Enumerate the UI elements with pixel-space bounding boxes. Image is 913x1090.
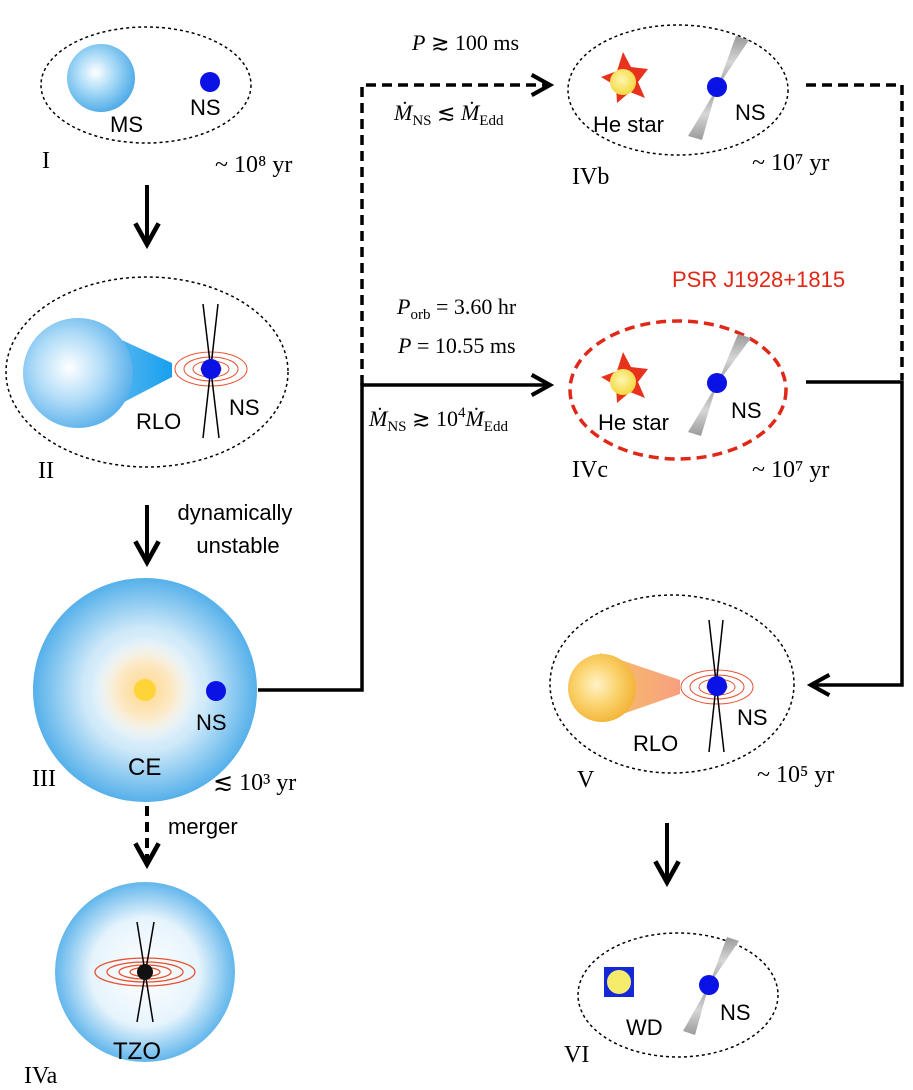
stage-V: RLO NS V ~ 10⁵ yr xyxy=(549,594,834,793)
stage-II-boundary xyxy=(5,276,289,468)
dashed-IVb-to-right xyxy=(806,83,904,380)
stage-III: NS CE III ≲ 10³ yr xyxy=(32,578,296,802)
stage-IVb: He star NS IVb ~ 10⁷ yr xyxy=(567,24,829,190)
neutron-star-V xyxy=(707,676,727,696)
stage-IVb-time: ~ 10⁷ yr xyxy=(752,150,829,176)
rlo-label-II: RLO xyxy=(136,409,181,434)
stage-II-label: II xyxy=(38,458,54,484)
neutron-star-IVb xyxy=(707,77,727,97)
pulsar-beam-bottom-VI xyxy=(683,985,709,1035)
stage-IVa-label: IVa xyxy=(24,1063,58,1089)
stage-I-label: I xyxy=(42,148,50,174)
ns-label-IVb: NS xyxy=(735,100,766,125)
dynamically-unstable-label: dynamically unstable xyxy=(177,500,298,558)
he-star-label-IVc: He star xyxy=(598,410,669,435)
ms-label: MS xyxy=(110,112,143,137)
pulsar-name-label: PSR J1928+1815 xyxy=(672,267,845,292)
stage-IVc-label: IVc xyxy=(572,457,608,483)
ce-label: CE xyxy=(128,754,161,781)
stage-V-label: V xyxy=(577,767,595,793)
neutron-star-II xyxy=(201,359,221,379)
pulsar-beam-bottom-IVb xyxy=(688,88,717,140)
ivc-accretion-condition: ṀNS ≳ 104ṀEdd xyxy=(368,405,508,435)
donor-star-II xyxy=(23,318,133,428)
ivc-spin-period: P = 10.55 ms xyxy=(397,333,516,358)
stage-IVc-time: ~ 10⁷ yr xyxy=(752,457,829,483)
he-star-IVb xyxy=(610,69,636,95)
he-star-label-IVb: He star xyxy=(593,112,664,137)
tzo-core xyxy=(137,964,153,980)
connector-III-to-branch xyxy=(258,385,548,692)
stage-VI: WD NS VI xyxy=(564,932,779,1068)
stage-IVb-label: IVb xyxy=(572,164,609,190)
neutron-star-IVc xyxy=(707,373,727,393)
pulsar-beam-top-IVc xyxy=(717,334,751,384)
neutron-star-VI xyxy=(699,975,719,995)
ivc-orbital-period: Porb = 3.60 hr xyxy=(396,294,517,323)
ns-label-II: NS xyxy=(229,395,260,420)
dynamically-unstable-line2: unstable xyxy=(196,533,279,558)
stage-IVc-boundary xyxy=(568,319,788,461)
stage-I-time: ~ 10⁸ yr xyxy=(215,152,292,178)
ns-label-VI: NS xyxy=(720,1000,751,1025)
stage-V-boundary xyxy=(549,594,795,774)
stage-III-time: ≲ 10³ yr xyxy=(213,770,296,796)
pulsar-beam-top-VI xyxy=(709,937,739,985)
stage-V-time: ~ 10⁵ yr xyxy=(757,762,834,788)
ns-label-IVc: NS xyxy=(731,398,762,423)
stage-I: MS NS I ~ 10⁸ yr xyxy=(40,26,292,178)
stage-IVb-boundary xyxy=(567,24,789,156)
neutron-star-III xyxy=(206,681,226,701)
stage-IVc: PSR J1928+1815 He star NS IVc ~ 10⁷ yr xyxy=(568,267,845,483)
ns-label-I: NS xyxy=(190,95,221,120)
merger-label: merger xyxy=(168,814,238,839)
neutron-star-I xyxy=(200,72,220,92)
stage-II: RLO NS II xyxy=(5,276,289,484)
stage-I-boundary xyxy=(40,26,252,144)
dashed-branch-to-IVb xyxy=(360,85,548,385)
rlo-label-V: RLO xyxy=(633,731,678,756)
wd-label: WD xyxy=(626,1015,663,1040)
he-star-IVc xyxy=(610,369,636,395)
dynamically-unstable-line1: dynamically xyxy=(177,500,292,525)
tzo-label: TZO xyxy=(113,1038,161,1065)
ivb-accretion-condition: ṀNS ≲ ṀEdd xyxy=(393,100,504,129)
main-sequence-star xyxy=(67,44,135,112)
ns-label-V: NS xyxy=(737,705,768,730)
giant-donor xyxy=(568,654,636,722)
ns-label-III: NS xyxy=(196,710,227,735)
connector-IVc-to-V xyxy=(806,380,904,685)
ce-core xyxy=(134,679,156,701)
stage-IVa: TZO IVa xyxy=(24,882,235,1089)
pulsar-beam-top-IVb xyxy=(717,36,749,88)
ivb-period-condition: P ≳ 100 ms xyxy=(411,30,519,55)
stage-III-label: III xyxy=(32,766,56,792)
pulsar-beam-bottom-IVc xyxy=(688,384,717,436)
white-dwarf xyxy=(607,970,631,994)
stage-VI-label: VI xyxy=(564,1042,589,1068)
stage-VI-boundary xyxy=(577,932,779,1058)
